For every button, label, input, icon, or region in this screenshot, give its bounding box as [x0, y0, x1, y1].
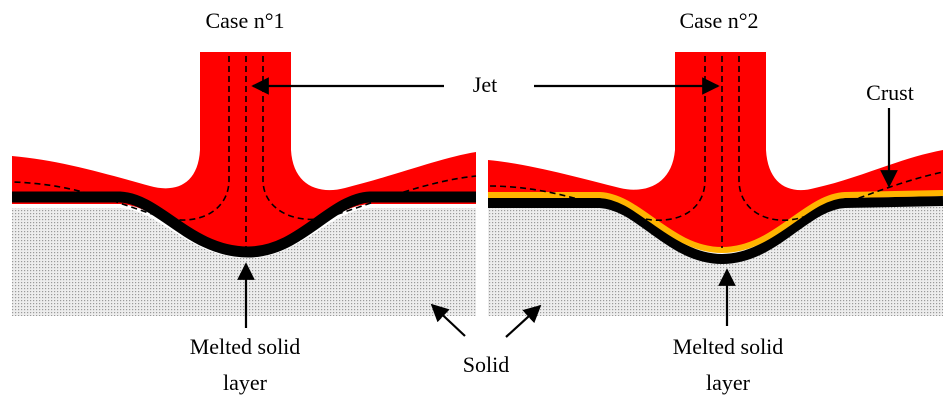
- solid-substrate: [12, 208, 476, 316]
- melted-layer-label-left-line2: layer: [223, 370, 267, 395]
- panel-2-title: Case n°2: [679, 8, 759, 33]
- melted-layer-label-left-line1: Melted solid: [189, 334, 301, 359]
- streamline-left: [11, 56, 230, 221]
- streamline-left: [487, 56, 706, 222]
- panel-case-2: [487, 52, 943, 316]
- arrows: [237, 77, 898, 338]
- crust-layer: [488, 190, 943, 254]
- jet-label: Jet: [472, 72, 498, 97]
- panel-case-1: [11, 52, 477, 316]
- panel-1-title: Case n°1: [205, 8, 285, 33]
- solid-label: Solid: [462, 352, 510, 377]
- crust-label: Crust: [866, 80, 914, 105]
- melted-layer-label-right-line2: layer: [706, 370, 750, 395]
- melted-solid-layer: [12, 191, 476, 258]
- arrow-solid-left: [430, 303, 466, 337]
- melted-layer-label-right-line1: Melted solid: [672, 334, 784, 359]
- streamline-right: [262, 56, 477, 221]
- streamline-right: [738, 56, 943, 221]
- solid-substrate: [488, 206, 943, 316]
- arrow-solid-right: [505, 304, 542, 338]
